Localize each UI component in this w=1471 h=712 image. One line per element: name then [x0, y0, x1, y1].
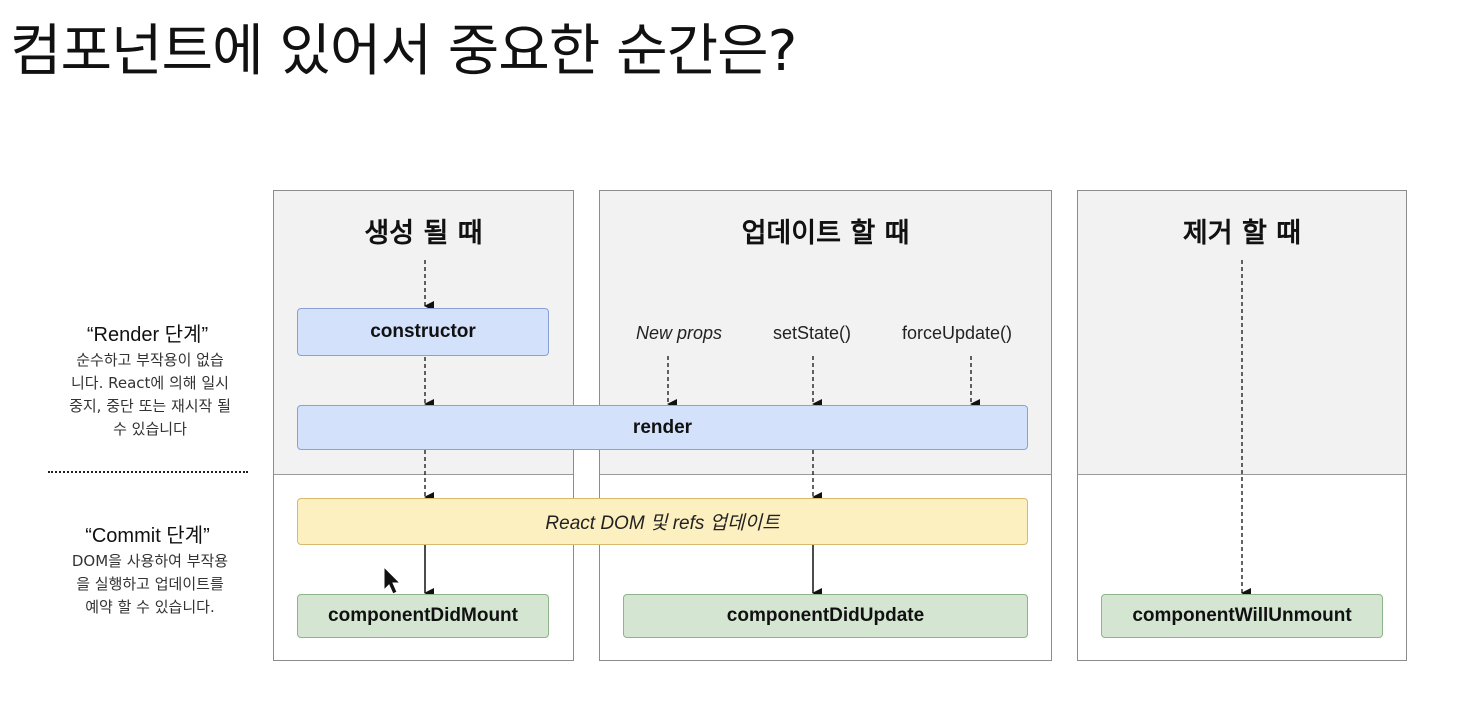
commit-phase-description: DOM을 사용하여 부작용 을 실행하고 업데이트를 예약 할 수 있습니다.: [50, 550, 250, 619]
commit-desc-line: 을 실행하고 업데이트를: [76, 575, 224, 593]
slide-title: 컴포넌트에 있어서 중요한 순간은?: [10, 19, 797, 84]
mount-panel-title: 생성 될 때: [364, 218, 483, 249]
render-phase-description: 순수하고 부작용이 없습 니다. React에 의해 일시 중지, 중단 또는 …: [50, 349, 250, 441]
component-will-unmount-box: componentWillUnmount: [1101, 594, 1383, 638]
render-desc-line: 순수하고 부작용이 없습: [76, 351, 224, 369]
update-panel-title: 업데이트 할 때: [741, 218, 910, 249]
trigger-new-props: New props: [635, 323, 723, 343]
mouse-cursor-icon: [383, 565, 402, 595]
render-box: render: [297, 405, 1028, 450]
render-desc-line: 중지, 중단 또는 재시작 될: [69, 397, 231, 415]
constructor-box: constructor: [297, 308, 549, 356]
trigger-set-state: setState(): [772, 323, 852, 343]
render-phase-title: “Render 단계”: [86, 324, 209, 346]
trigger-force-update: forceUpdate(): [901, 323, 1013, 343]
render-desc-line: 니다. React에 의해 일시: [71, 374, 229, 392]
unmount-panel-title: 제거 할 때: [1182, 218, 1302, 249]
component-did-update-box: componentDidUpdate: [623, 594, 1028, 638]
react-dom-update-box: React DOM 및 refs 업데이트: [297, 498, 1028, 545]
render-desc-line: 수 있습니다: [113, 420, 187, 438]
component-did-mount-box: componentDidMount: [297, 594, 549, 638]
phase-divider: [48, 471, 248, 473]
commit-desc-line: 예약 할 수 있습니다.: [85, 598, 215, 616]
commit-desc-line: DOM을 사용하여 부작용: [71, 552, 229, 570]
commit-phase-title: “Commit 단계”: [85, 525, 210, 547]
